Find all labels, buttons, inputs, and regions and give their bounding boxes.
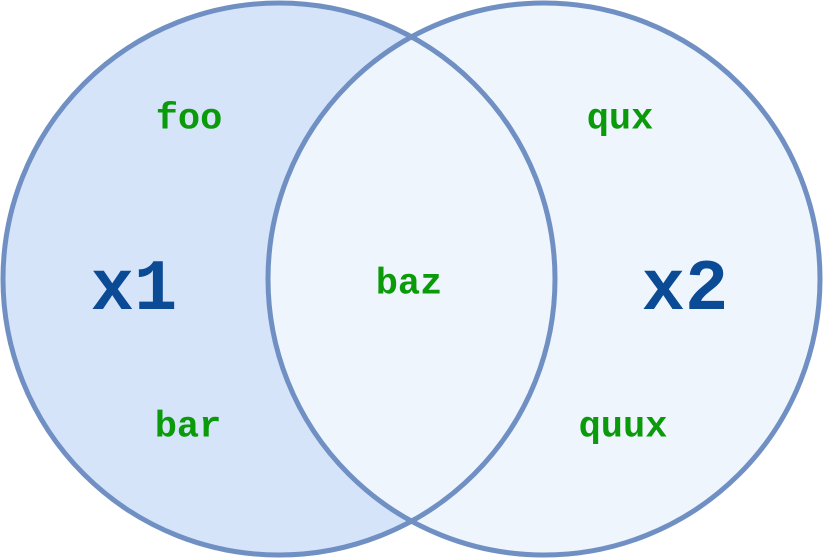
element-bar: bar xyxy=(154,406,222,449)
intersection-region xyxy=(268,3,555,555)
element-baz: baz xyxy=(375,263,443,306)
set-name-x2: x2 xyxy=(641,249,729,331)
set-name-x1: x1 xyxy=(90,249,178,331)
element-foo: foo xyxy=(155,98,223,141)
set-x1-outline xyxy=(0,0,558,558)
element-qux: qux xyxy=(586,98,654,141)
set-x2-outline xyxy=(265,0,823,558)
element-quux: quux xyxy=(578,406,668,449)
